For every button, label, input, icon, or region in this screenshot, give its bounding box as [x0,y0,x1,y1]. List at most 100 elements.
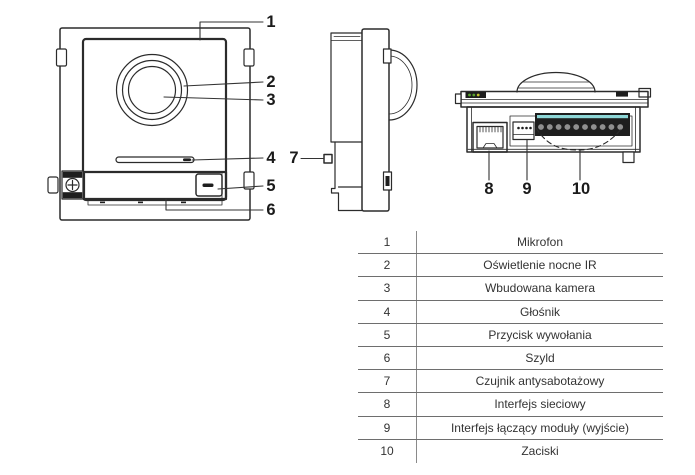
table-row: 2 Oświetlenie nocne IR [358,254,663,278]
terminals-dashed-ellipse [535,127,623,151]
connector-pin-icon [529,126,532,130]
leader-6 [165,198,264,211]
call-button [195,173,223,197]
table-cell-desc: Interfejs sieciowy [494,397,586,412]
table-cell-num: 5 [358,323,417,346]
front-view-leader-lines [163,21,264,211]
leader-5 [217,185,264,190]
connector-pin-icon [525,126,528,130]
callout-10: 10 [571,179,591,198]
table-row: 1 Mikrofon [358,231,663,255]
table-cell-desc: Wbudowana kamera [484,281,596,296]
indicator-led-icon [472,93,476,97]
ir-ring-outer [115,53,189,127]
callout-2: 2 [266,72,276,91]
table-cell-num: 8 [358,393,417,416]
table-cell-num: 9 [358,416,417,439]
table-cell-num: 10 [358,439,417,463]
table-cell-desc: Głośnik [519,304,560,319]
table-row: 7 Czujnik antysabotażowy [358,370,663,394]
module-body [466,106,641,153]
callout-5: 5 [266,176,276,195]
side-view-drawing [300,28,418,212]
front-view-drawing [47,27,255,221]
terminal-block [535,113,630,136]
plate-end-tab [454,93,462,105]
indicator-led-icon [468,93,471,97]
leader-2 [183,81,264,87]
nameplate-area [82,170,228,201]
screw-tab [47,176,59,194]
table-cell-num: 6 [358,346,417,370]
leader-4 [191,157,264,161]
mounting-frame [59,27,251,221]
side-lens-dome [388,49,418,121]
connector-pin-icon [517,126,520,130]
callout-8: 8 [484,179,494,198]
table-row: 6 Szyld [358,346,663,371]
table-cell-num: 7 [358,370,417,393]
rj45-pins [479,126,502,133]
table-row: 9 Interfejs łączący moduły (wyjście) [358,416,663,440]
legend-table: 1 Mikrofon 2 Oświetlenie nocne IR 3 Wbud… [358,231,663,463]
callout-9: 9 [522,179,532,198]
device-views-drawing [47,21,652,221]
camera-lens [127,65,177,115]
terminal-stripe [537,115,628,119]
table-row: 8 Interfejs sieciowy [358,393,663,417]
rj45-port [472,121,508,153]
table-cell-desc: Przycisk wywołania [488,327,592,342]
side-back-frame [330,32,363,212]
table-cell-desc: Oświetlenie nocne IR [483,258,597,273]
bottom-view-drawing [454,71,652,181]
rj45-latch-notch [482,143,498,149]
table-cell-num: 2 [358,254,417,277]
speaker-slot [115,156,195,164]
dome-lens [516,71,596,93]
frame-tab-icon [55,48,68,67]
screw-block-cap [62,171,83,178]
connector-pin-icon [521,126,524,130]
table-cell-desc: Interfejs łączący moduły (wyjście) [450,420,630,435]
side-clip [382,48,392,64]
table-cell-desc: Zaciski [521,444,559,459]
callout-4: 4 [266,148,276,167]
speaker-slot-mark [183,158,191,162]
bottom-strip [87,199,223,206]
screw-block-cap [62,192,83,199]
table-cell-desc: Szyld [525,351,555,366]
table-cell-num: 3 [358,277,417,300]
call-button-mark [202,183,214,187]
table-cell-num: 1 [358,231,417,254]
frame-tab-icon [243,48,255,67]
terminal-screws [538,124,624,130]
indicator-led-icon [476,93,480,97]
callout-7: 7 [289,148,299,167]
ir-ring-inner [121,59,183,121]
side-clip-mark [385,176,390,186]
module-link-connector [512,121,535,141]
body-foot [622,151,635,164]
table-cell-desc: Czujnik antysabotażowy [475,374,605,389]
table-row: 3 Wbudowana kamera [358,277,663,301]
plate-end-tab [638,87,652,98]
plate-mark [616,91,628,97]
leader-1 [199,21,264,41]
table-row: 4 Głośnik [358,300,663,324]
strip-mark [181,201,186,204]
strip-mark [100,201,105,204]
security-screw-icon [65,177,80,193]
tamper-button [323,153,333,164]
leader-3 [163,96,264,101]
table-row: 10 Zaciski [358,439,663,463]
callout-1: 1 [266,12,276,31]
table-row: 5 Przycisk wywołania [358,323,663,347]
table-cell-num: 4 [358,300,417,323]
indicator-strip [465,92,486,98]
callout-3: 3 [266,90,276,109]
table-cell-desc: Mikrofon [516,235,563,250]
side-lens-dome-inner [388,55,413,115]
rj45-opening [476,125,504,149]
strip-mark [138,201,143,204]
